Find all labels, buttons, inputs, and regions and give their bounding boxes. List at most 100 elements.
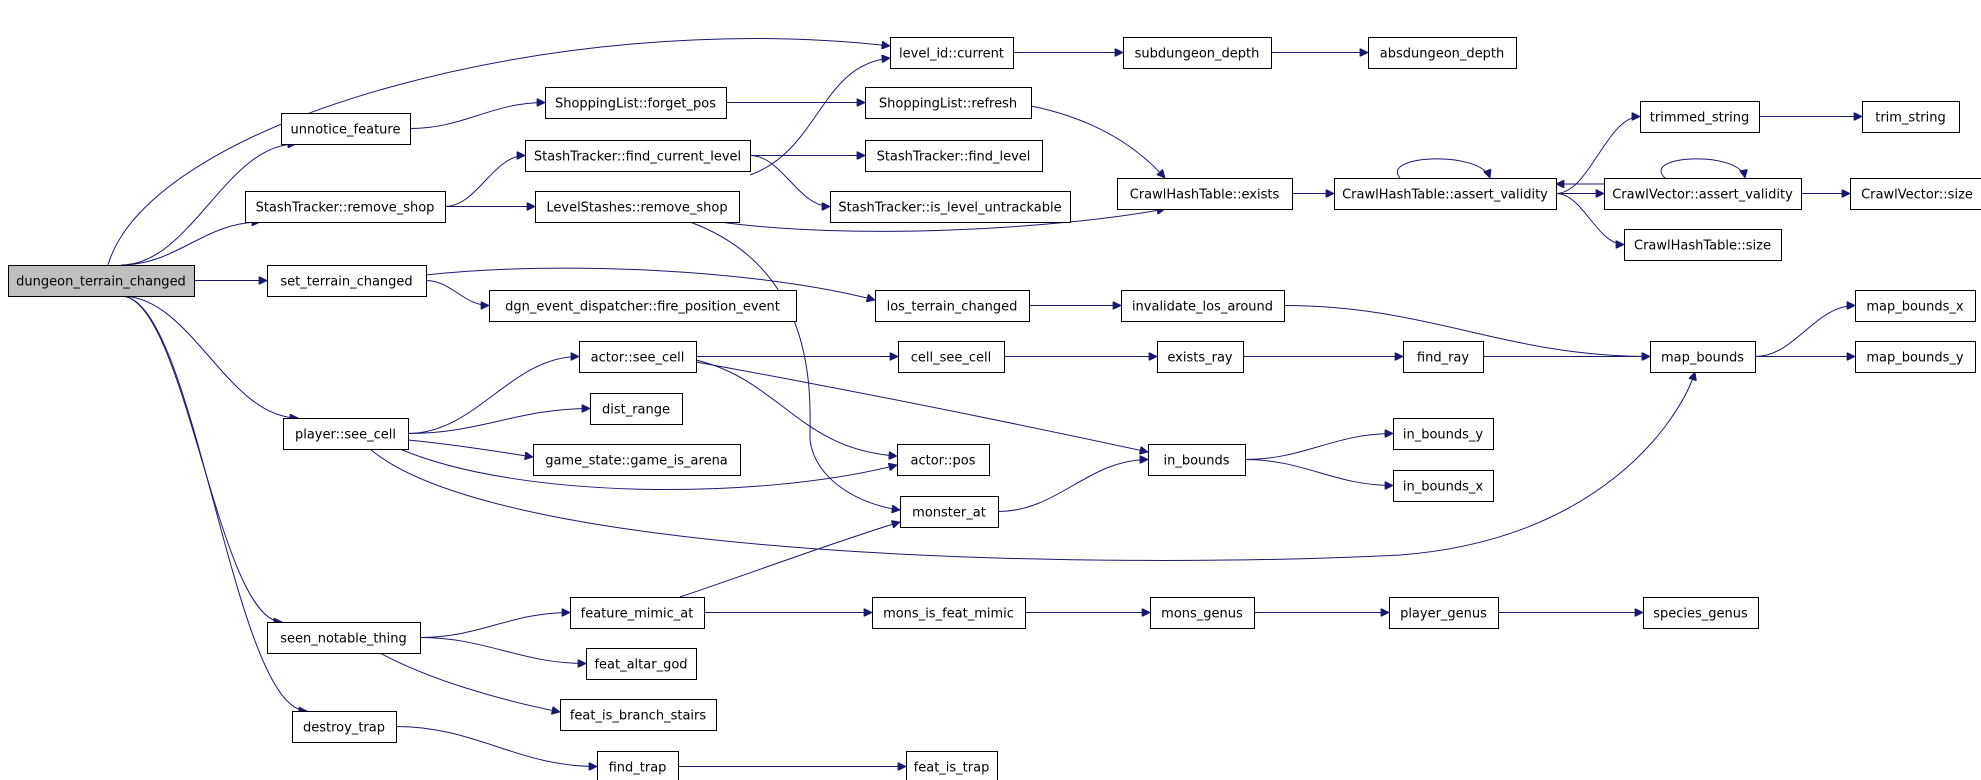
node-map_bounds_y[interactable]: map_bounds_y [1855,341,1976,373]
node-box [597,751,679,780]
edge-in_bounds-to-in_bounds_y [1244,434,1393,460]
node-player_see_cell[interactable]: player::see_cell [283,418,409,450]
node-game_is_arena[interactable]: game_state::game_is_arena [533,444,741,476]
node-actor_pos[interactable]: actor::pos [897,444,990,476]
edge-actor_see_cell-to-actor_pos [695,359,897,456]
node-player_genus[interactable]: player_genus [1389,597,1499,629]
node-label: dgn_event_dispatcher::fire_position_even… [505,300,780,315]
node-box [1643,597,1759,629]
node-box [1624,229,1782,261]
node-invalidate_los_around[interactable]: invalidate_los_around [1121,290,1285,322]
node-box [875,290,1030,322]
node-box [267,622,421,654]
node-box [533,444,741,476]
node-box [292,711,397,743]
node-in_bounds_y[interactable]: in_bounds_y [1393,418,1494,450]
node-destroy_trap[interactable]: destroy_trap [292,711,397,743]
node-box [560,699,717,731]
node-level_id_current[interactable]: level_id::current [890,37,1014,69]
node-find_trap[interactable]: find_trap [597,751,679,780]
node-seen_notable_thing[interactable]: seen_notable_thing [267,622,421,654]
edge-seen_notable_thing-to-feat_altar_god [419,637,586,664]
node-st_is_level_untrackable[interactable]: StashTracker::is_level_untrackable [830,191,1071,223]
node-box [535,191,740,223]
node-cht_assert_validity[interactable]: CrawlHashTable::assert_validity [1334,178,1557,210]
node-trimmed_string[interactable]: trimmed_string [1640,101,1760,133]
node-label: StashTracker::find_level [877,150,1031,165]
node-box [906,751,998,780]
node-dist_range[interactable]: dist_range [590,393,683,425]
node-label: map_bounds_y [1866,351,1964,366]
node-monster_at[interactable]: monster_at [900,496,999,528]
node-fire_position_event[interactable]: dgn_event_dispatcher::fire_position_even… [489,290,797,322]
node-label: player_genus [1400,607,1487,622]
node-sl_refresh[interactable]: ShoppingList::refresh [865,87,1032,119]
node-feat_is_branch_stairs[interactable]: feat_is_branch_stairs [560,699,717,731]
edge-invalidate_los_around-to-map_bounds [1283,305,1650,357]
node-set_terrain_changed[interactable]: set_terrain_changed [267,265,427,297]
node-label: cell_see_cell [911,351,992,366]
node-ls_remove_shop[interactable]: LevelStashes::remove_shop [535,191,740,223]
node-mons_is_feat_mimic[interactable]: mons_is_feat_mimic [872,597,1026,629]
node-box [1855,341,1976,373]
node-map_bounds_x[interactable]: map_bounds_x [1855,290,1976,322]
node-st_find_current_level[interactable]: StashTracker::find_current_level [525,140,751,172]
edge-cht_assert_validity-to-trimmed_string [1555,117,1640,194]
node-dungeon_terrain_changed[interactable]: dungeon_terrain_changed [8,265,195,297]
node-trim_string[interactable]: trim_string [1862,101,1960,133]
node-label: los_terrain_changed [887,300,1018,315]
node-subdungeon_depth[interactable]: subdungeon_depth [1123,37,1272,69]
node-label: mons_genus [1161,607,1243,622]
node-in_bounds[interactable]: in_bounds [1148,444,1246,476]
node-sl_forget_pos[interactable]: ShoppingList::forget_pos [545,87,727,119]
node-st_remove_shop[interactable]: StashTracker::remove_shop [245,191,446,223]
edge-st_find_current_level-to-st_is_level_untrackable [749,155,830,207]
node-mons_genus[interactable]: mons_genus [1150,597,1255,629]
node-in_bounds_x[interactable]: in_bounds_x [1393,470,1494,502]
node-label: LevelStashes::remove_shop [546,201,727,216]
node-label: level_id::current [899,47,1004,62]
node-los_terrain_changed[interactable]: los_terrain_changed [875,290,1030,322]
node-find_ray[interactable]: find_ray [1403,341,1484,373]
node-box [898,341,1005,373]
node-feat_is_trap[interactable]: feat_is_trap [906,751,998,780]
node-label: StashTracker::find_current_level [534,150,741,165]
node-label: feature_mimic_at [581,607,694,622]
node-absdungeon_depth[interactable]: absdungeon_depth [1368,37,1517,69]
node-box [1123,37,1272,69]
node-box [8,265,195,297]
node-label: map_bounds_x [1866,300,1964,315]
node-exists_ray[interactable]: exists_ray [1157,341,1244,373]
node-box [245,191,446,223]
node-box [489,290,797,322]
node-box [1150,597,1255,629]
node-box [1403,341,1484,373]
edge-destroy_trap-to-find_trap [395,726,597,767]
node-cv_size[interactable]: CrawlVector::size [1850,178,1981,210]
node-feat_altar_god[interactable]: feat_altar_god [586,648,697,680]
node-box [872,597,1026,629]
node-label: invalidate_los_around [1132,300,1273,315]
node-label: ShoppingList::forget_pos [555,97,716,112]
node-box [1862,101,1960,133]
node-box [1640,101,1760,133]
node-species_genus[interactable]: species_genus [1643,597,1759,629]
node-box [1393,418,1494,450]
node-cht_exists[interactable]: CrawlHashTable::exists [1117,178,1293,210]
node-label: actor::pos [910,454,975,469]
node-label: unnotice_feature [291,123,401,138]
node-map_bounds[interactable]: map_bounds [1650,341,1756,373]
node-box [865,87,1032,119]
node-actor_see_cell[interactable]: actor::see_cell [579,341,697,373]
node-box [1368,37,1517,69]
node-label: set_terrain_changed [280,275,412,290]
node-cell_see_cell[interactable]: cell_see_cell [898,341,1005,373]
edge-actor_see_cell-to-in_bounds [695,361,1148,452]
node-unnotice_feature[interactable]: unnotice_feature [281,113,411,145]
node-cv_assert_validity[interactable]: CrawlVector::assert_validity [1604,178,1802,210]
node-st_find_level[interactable]: StashTracker::find_level [865,140,1043,172]
edge-player_see_cell-to-actor_see_cell [407,357,579,434]
edge-player_see_cell-to-dist_range [407,409,590,434]
node-cht_size[interactable]: CrawlHashTable::size [1624,229,1782,261]
node-feature_mimic_at[interactable]: feature_mimic_at [570,597,705,629]
